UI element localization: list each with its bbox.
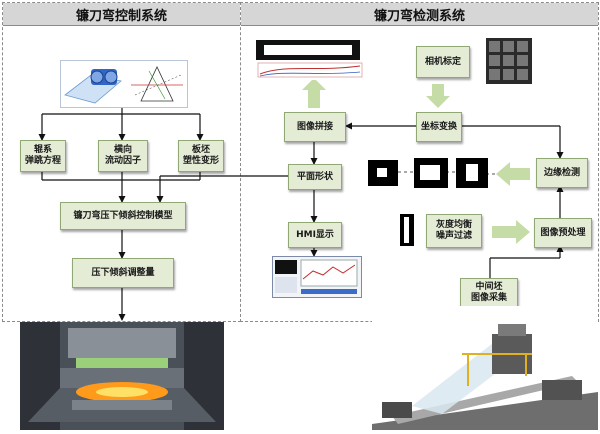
hmi-screenshot bbox=[272, 256, 362, 298]
calibration-svg bbox=[489, 41, 528, 80]
billet-plastic-box: 板坯 塑性变形 bbox=[178, 140, 224, 172]
edge-detect-box: 边缘检测 bbox=[536, 158, 588, 188]
binary-image-1 bbox=[368, 160, 398, 186]
production-line-photo bbox=[372, 306, 598, 430]
control-system-title: 镰刀弯控制系统 bbox=[3, 3, 240, 26]
hmi-display-box: HMI显示 bbox=[288, 222, 342, 248]
line-svg bbox=[372, 306, 598, 430]
gray-denoise-box: 灰度均衡 噪声过滤 bbox=[426, 214, 482, 248]
hmi-svg bbox=[275, 259, 358, 294]
binary-image-3-shape bbox=[466, 164, 478, 181]
gray-image-shape bbox=[404, 217, 409, 243]
strip-body bbox=[264, 45, 352, 55]
image-preprocess-box: 图像预处理 bbox=[534, 218, 592, 248]
camera-calib-box: 相机标定 bbox=[416, 46, 470, 78]
control-model-box: 镰刀弯压下倾斜控制模型 bbox=[60, 202, 186, 230]
plane-shape-box: 平面形状 bbox=[288, 164, 342, 190]
binary-image-2-shape bbox=[420, 165, 440, 180]
rolling-mechanism-diagram bbox=[60, 60, 188, 108]
rolling-mill-photo bbox=[20, 322, 224, 430]
profile-chart-image bbox=[256, 60, 366, 80]
gray-image bbox=[400, 214, 414, 246]
mill-svg bbox=[20, 322, 224, 430]
calibration-board-image bbox=[486, 38, 532, 84]
profile-chart-svg bbox=[257, 62, 363, 78]
binary-image-3 bbox=[456, 158, 488, 188]
binary-image-1-shape bbox=[377, 168, 387, 177]
image-stitch-box: 图像拼接 bbox=[284, 112, 346, 142]
mechanism-svg bbox=[64, 66, 183, 104]
binary-image-2 bbox=[414, 158, 448, 188]
intermediate-capture-box: 中间坯 图像采集 bbox=[460, 278, 518, 308]
stitched-strip-image bbox=[256, 40, 360, 60]
detection-system-title: 镰刀弯检测系统 bbox=[241, 3, 598, 26]
lateral-flow-box: 横向 流动因子 bbox=[98, 140, 148, 172]
coord-transform-box: 坐标变换 bbox=[416, 112, 462, 142]
adjust-amount-box: 压下倾斜调整量 bbox=[72, 258, 174, 288]
roll-system-box: 辊系 弹跳方程 bbox=[20, 140, 66, 172]
